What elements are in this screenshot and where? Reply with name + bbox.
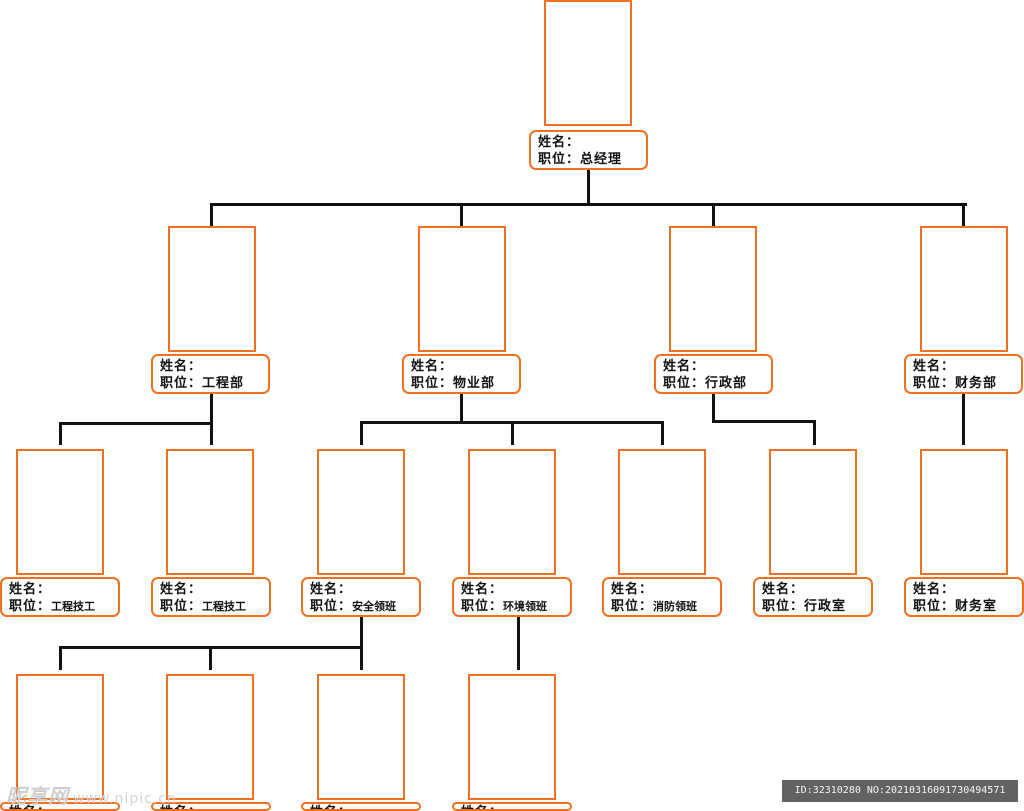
position-label: 职位：: [160, 599, 203, 614]
position-title: 消防领班: [653, 600, 698, 613]
position-label: 职位：: [160, 376, 203, 391]
position-label: 职位：: [9, 599, 52, 614]
name-label: 姓名：: [461, 582, 504, 597]
connector-admin-down: [712, 392, 715, 422]
position-title: 总经理: [580, 152, 623, 167]
connector-level1-bar: [210, 203, 967, 206]
name-label: 姓名：: [310, 582, 353, 597]
watermark-id-bar: ID:32310280 NO:20210316091730494571: [782, 780, 1018, 802]
connector-engineering-bar: [59, 422, 213, 425]
connector-sub2-up: [209, 646, 212, 670]
position-label: 职位：: [461, 599, 504, 614]
connector-property-up: [460, 203, 463, 226]
name-label: 姓名：: [611, 582, 654, 597]
photo-box-finance-office: [920, 449, 1008, 575]
photo-box-finance: [920, 226, 1008, 352]
connector-property-down: [460, 392, 463, 423]
position-label: 职位：: [538, 152, 581, 167]
connector-environment-down: [517, 616, 520, 670]
photo-box-safety-lead: [317, 449, 405, 575]
position-title: 行政室: [804, 599, 847, 614]
photo-box-property: [418, 226, 506, 352]
connector-finance-down: [962, 392, 965, 445]
name-label: 姓名：: [160, 582, 203, 597]
connector-admin-up: [712, 203, 715, 226]
photo-box-fire-lead: [618, 449, 706, 575]
position-title: 工程部: [202, 376, 245, 391]
position-title: 财务室: [955, 599, 998, 614]
name-label: 姓名：: [663, 359, 706, 374]
label-general-manager: 姓名： 职位：总经理: [529, 130, 648, 170]
connector-safety-down: [360, 616, 363, 670]
position-title: 工程技工: [202, 600, 247, 613]
watermark-id-text: ID:32310280 NO:20210316091730494571: [794, 785, 1006, 796]
photo-box-safety-sub-3: [317, 674, 405, 800]
name-label: 姓名：: [461, 805, 503, 809]
connector-engineering-up: [210, 203, 213, 226]
label-environment-lead: 姓名： 职位：环境领班: [452, 577, 572, 617]
label-safety-sub-2: 姓名：: [151, 802, 271, 811]
photo-box-engineering: [168, 226, 256, 352]
name-label: 姓名：: [538, 135, 581, 150]
label-fire-lead: 姓名： 职位：消防领班: [602, 577, 722, 617]
position-title: 行政部: [705, 376, 748, 391]
watermark-brand-text: 昵享网: [6, 784, 69, 808]
connector-admin-office-up: [813, 420, 816, 445]
photo-box-environment-sub-1: [468, 674, 556, 800]
connector-engineering-down: [210, 392, 213, 445]
photo-box-admin-office: [769, 449, 857, 575]
label-admin: 姓名： 职位：行政部: [654, 354, 773, 394]
photo-box-environment-lead: [468, 449, 556, 575]
name-label: 姓名：: [913, 359, 956, 374]
position-title: 物业部: [453, 376, 496, 391]
label-engineering-tech-1: 姓名： 职位：工程技工: [0, 577, 120, 617]
label-engineering-tech-2: 姓名： 职位：工程技工: [151, 577, 271, 617]
label-safety-sub-3: 姓名：: [301, 802, 421, 811]
position-label: 职位：: [611, 599, 654, 614]
position-title: 安全领班: [352, 600, 397, 613]
label-property: 姓名： 职位：物业部: [402, 354, 521, 394]
connector-sub1-up: [59, 646, 62, 670]
connector-fire-up: [661, 421, 664, 445]
name-label: 姓名：: [310, 805, 352, 809]
label-finance-office: 姓名： 职位：财务室: [904, 577, 1024, 617]
connector-tech1-up: [59, 422, 62, 445]
position-title: 工程技工: [51, 600, 96, 613]
connector-finance-up: [962, 203, 965, 226]
name-label: 姓名：: [913, 582, 956, 597]
photo-box-admin: [669, 226, 757, 352]
position-title: 财务部: [955, 376, 998, 391]
label-safety-sub-1: 姓名：: [0, 802, 120, 811]
position-label: 职位：: [411, 376, 454, 391]
photo-box-engineering-tech-1: [16, 449, 104, 575]
label-engineering: 姓名： 职位：工程部: [151, 354, 270, 394]
label-finance: 姓名： 职位：财务部: [904, 354, 1023, 394]
position-label: 职位：: [310, 599, 353, 614]
photo-box-engineering-tech-2: [166, 449, 254, 575]
position-label: 职位：: [663, 376, 706, 391]
photo-box-safety-sub-1: [16, 674, 104, 800]
name-label: 姓名：: [160, 359, 203, 374]
name-label: 姓名：: [9, 582, 52, 597]
connector-root-down: [587, 168, 590, 205]
position-label: 职位：: [913, 376, 956, 391]
position-label: 职位：: [762, 599, 805, 614]
name-label: 姓名：: [160, 805, 202, 809]
name-label: 姓名：: [411, 359, 454, 374]
watermark-url: www.nipic.cn: [73, 791, 177, 807]
connector-environment-up: [511, 421, 514, 445]
label-environment-sub-1: 姓名：: [452, 802, 572, 811]
name-label: 姓名：: [762, 582, 805, 597]
position-title: 环境领班: [503, 600, 548, 613]
label-admin-office: 姓名： 职位：行政室: [753, 577, 873, 617]
name-label: 姓名：: [9, 805, 51, 809]
connector-admin-bar: [712, 420, 816, 423]
connector-safety-up: [360, 421, 363, 445]
label-safety-lead: 姓名： 职位：安全领班: [301, 577, 421, 617]
photo-box-general-manager: [544, 0, 632, 126]
position-label: 职位：: [913, 599, 956, 614]
photo-box-safety-sub-2: [166, 674, 254, 800]
